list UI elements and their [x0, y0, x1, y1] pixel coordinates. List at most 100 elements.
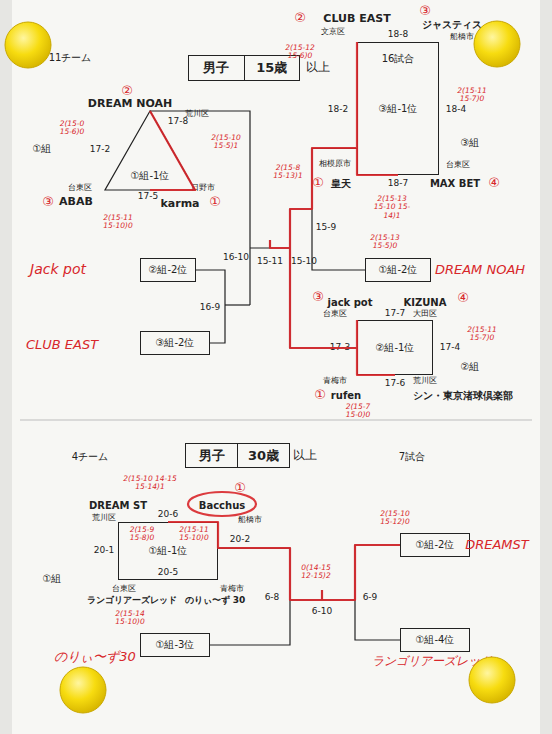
score: 6-8 — [265, 593, 280, 603]
age-qualifier: 以上 — [306, 61, 330, 74]
rank-mark: ③ — [312, 290, 324, 304]
rank-mark: ② — [121, 84, 133, 98]
team-name: CLUB EAST — [323, 13, 390, 25]
score: 20-6 — [158, 510, 178, 520]
team-name: Bacchus — [199, 500, 245, 511]
city-name: 大田区 — [413, 310, 437, 319]
rank-mark: ① — [312, 176, 324, 190]
node-label: 30歳 — [238, 444, 289, 467]
handwritten-name: Jack pot — [30, 262, 86, 277]
group-name: ②組 — [461, 361, 480, 372]
team-name: MAX BET — [430, 178, 480, 189]
city-name: 荒川区 — [413, 377, 437, 386]
score: 17-6 — [385, 379, 405, 389]
team-name: rufen — [331, 390, 361, 401]
rank-mark: ③ — [419, 4, 431, 18]
seed-box: ②組-2位 — [140, 258, 196, 282]
score: 20-5 — [158, 568, 178, 578]
city-name: 台東区 — [323, 310, 347, 319]
set-score-note: 2(15-11 15-7)0 — [464, 326, 500, 343]
rank-mark: ② — [294, 11, 306, 25]
winner-highlight — [270, 240, 290, 248]
handwritten-name: ランゴリアーズレッド — [372, 655, 492, 668]
rank-mark: ④ — [457, 291, 469, 305]
bracket-connector — [355, 545, 400, 640]
set-score-note: 2(15-11 15-7)0 — [454, 87, 490, 104]
score: 20-2 — [230, 535, 250, 545]
city-name: 台東区 — [68, 184, 92, 193]
team-name: karma — [160, 198, 199, 210]
score: 15-11 — [257, 257, 283, 267]
city-name: 青梅市 — [220, 585, 244, 594]
team-name: ジャスティス — [422, 19, 482, 30]
team-name: 皇天 — [331, 178, 351, 189]
score: 17-3 — [330, 343, 350, 353]
score: 15-10 — [291, 257, 317, 267]
category-header: 男子30歳 — [185, 443, 290, 468]
score: 17-8 — [168, 117, 188, 127]
paper-sheet — [12, 0, 540, 734]
city-name: 青梅市 — [323, 377, 347, 386]
set-score-note: 2(15-12 15-6)0 — [282, 44, 318, 61]
set-score-note: 2(15-9 15-8)0 — [126, 526, 158, 543]
score: 20-1 — [94, 546, 114, 556]
rank-mark: ① — [209, 195, 221, 209]
group-name: ③組 — [461, 137, 480, 148]
score: 15-9 — [316, 223, 336, 233]
seed-box: ①組-3位 — [140, 633, 210, 657]
set-score-note: 0(14-15 12-15)2 — [298, 564, 334, 581]
score: 18-2 — [328, 105, 348, 115]
score: 18-8 — [388, 30, 408, 40]
score: 6-9 — [363, 593, 378, 603]
city-name: 台東区 — [446, 161, 470, 170]
city-name: 荒川区 — [92, 514, 116, 523]
set-score-note: 2(15-0 15-6)0 — [54, 120, 90, 137]
bracket-line — [321, 590, 322, 600]
set-score-note: 2(15-10 15-5)1 — [208, 134, 244, 151]
node-label: ①組-2位 — [416, 538, 455, 552]
team-name: DREAM ST — [89, 500, 147, 511]
score: 17-5 — [138, 192, 158, 202]
city-name: 船橋市 — [450, 33, 474, 42]
seed-box: ③組-2位 — [140, 331, 210, 355]
set-score-note: 2(15-13 15-5)0 — [367, 234, 403, 251]
team-name: ランゴリアーズレッド — [87, 596, 177, 606]
node-label: ①組-1位 — [149, 544, 188, 558]
team-name: シン・東京渚球倶楽部 — [413, 390, 513, 401]
circle-mark — [188, 492, 256, 516]
node-label: ②組-1位 — [376, 341, 415, 355]
magnet — [5, 22, 51, 68]
handwritten-name: DREAM NOAH — [435, 263, 525, 277]
city-name: 台東区 — [112, 585, 136, 594]
team-name: jack pot — [327, 297, 372, 308]
section-divider — [20, 420, 532, 421]
winner-highlight — [322, 545, 400, 600]
set-score-note: 2(15-14 15-10)0 — [112, 610, 148, 627]
score: 17-7 — [385, 309, 405, 319]
score: 6-10 — [312, 607, 332, 617]
set-score-note: 2(15-11 15-10)0 — [178, 526, 210, 543]
magnet — [60, 667, 106, 713]
seed-box: ①組-2位 — [365, 258, 431, 282]
score: 17-4 — [440, 343, 460, 353]
category-header: 男子15歳 — [188, 55, 300, 81]
score: 16-9 — [200, 303, 220, 313]
set-score-note: 2(15-10 14-15 15-14)1 — [122, 475, 178, 492]
set-score-note: 2(15-8 15-13)1 — [270, 164, 306, 181]
team-name: DREAM NOAH — [88, 98, 172, 110]
node-label: ①組-1位 — [131, 169, 170, 183]
node-label: ①組-3位 — [156, 638, 195, 652]
node-label: ①組-2位 — [379, 263, 418, 277]
node-label: 男子 — [186, 444, 238, 467]
city-name: 船橋市 — [238, 516, 262, 525]
set-score-note: 2(15-10 15-12)0 — [377, 510, 413, 527]
handwritten-name: のりぃ〜ず30 — [54, 650, 136, 664]
rank-mark: ④ — [488, 176, 500, 190]
group-name: ①組 — [43, 573, 62, 584]
team-name: ABAB — [59, 196, 93, 208]
rank-mark: ③ — [42, 195, 54, 209]
handwritten-name: CLUB EAST — [26, 338, 98, 352]
group-name: ①組 — [33, 143, 52, 154]
